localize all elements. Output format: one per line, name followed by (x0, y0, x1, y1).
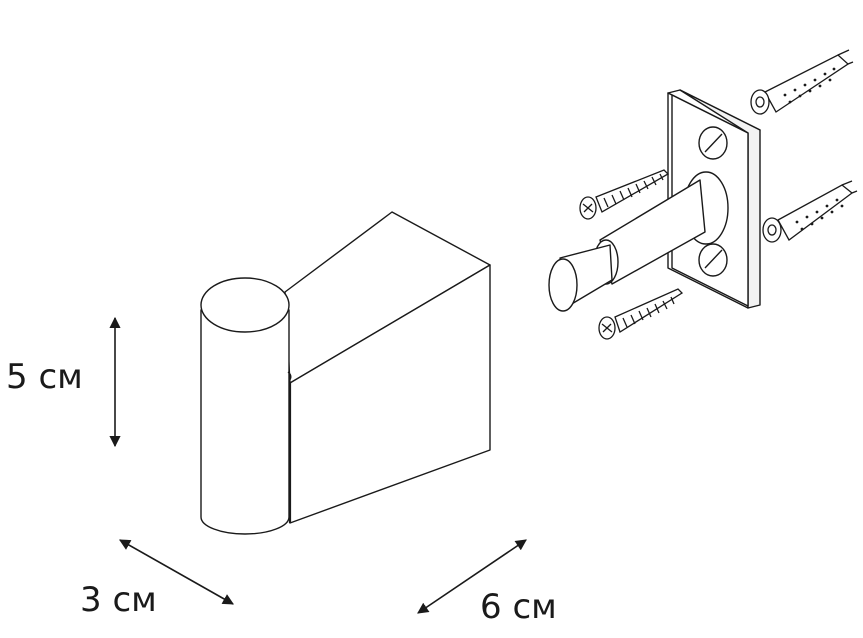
hook-cylinder-body (200, 309, 290, 535)
mounting-plate-icon (548, 89, 761, 312)
screw-icon (579, 169, 684, 340)
wall-plug-icon (750, 49, 858, 243)
screw-lower (598, 288, 684, 340)
screw-upper (579, 169, 670, 220)
wall-plug-upper (750, 49, 854, 115)
width-dimension-label: 6 см (480, 587, 557, 627)
width-dimension-arrow (417, 539, 527, 614)
height-dimension-label: 5 см (6, 357, 83, 397)
hook-cylinder-cap (200, 277, 290, 333)
depth-dimension-arrow (119, 539, 234, 605)
depth-dimension-label: 3 см (80, 580, 157, 620)
knob-end (548, 258, 578, 312)
hook-icon (200, 211, 491, 535)
wall-plug-lower (762, 180, 858, 243)
